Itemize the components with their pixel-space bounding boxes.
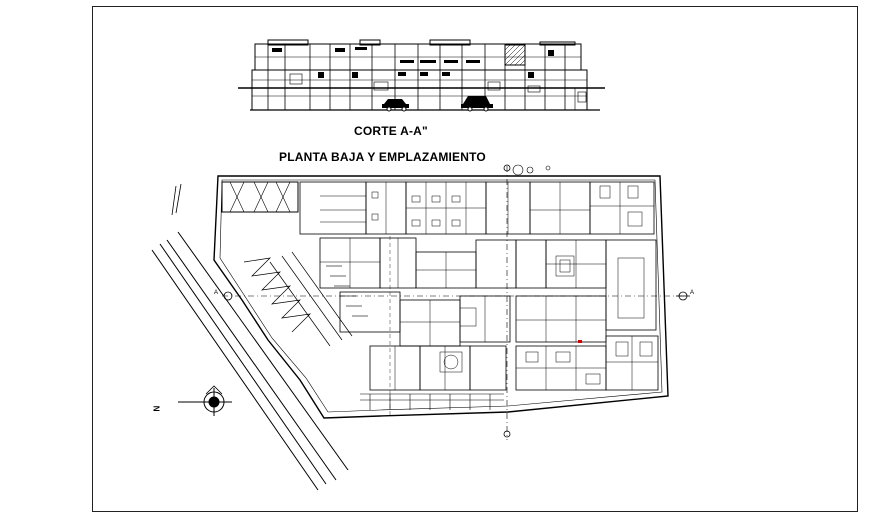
section-marker-icon [223, 164, 690, 438]
north-arrow-icon [178, 385, 232, 416]
sheet-frame [92, 6, 858, 512]
section-title: CORTE A-A" [354, 124, 428, 138]
plan-title: PLANTA BAJA Y EMPLAZAMIENTO [279, 150, 486, 164]
axis-marker-right: A [690, 290, 695, 296]
car-icon [382, 96, 493, 112]
axis-marker-left: A [214, 290, 219, 296]
north-label: N [152, 405, 162, 412]
site-plan [151, 164, 690, 491]
section-elevation [238, 39, 605, 112]
